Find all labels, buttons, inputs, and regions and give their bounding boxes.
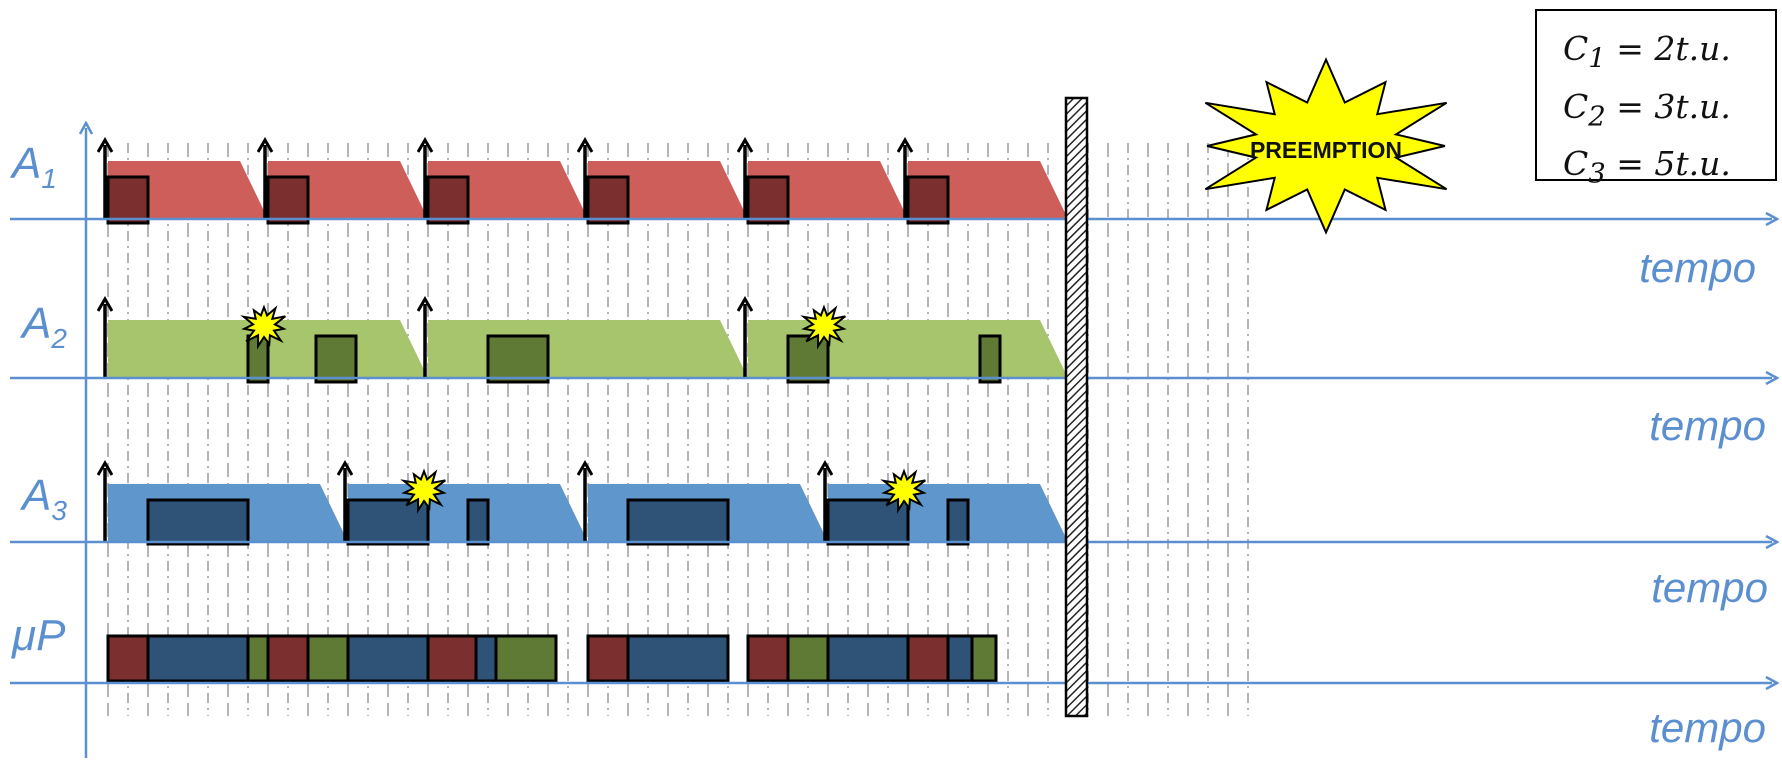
cpu-segment-a3 <box>946 634 974 683</box>
a2-exec-block <box>786 334 830 384</box>
a3-exec-block <box>346 498 430 546</box>
cpu-segment-a3 <box>826 634 910 683</box>
preemption-marker-icon <box>400 468 447 514</box>
preemption-marker-icon <box>800 304 847 350</box>
axis-label-a1: tempo <box>1639 244 1756 291</box>
a2-exec-block <box>486 334 550 384</box>
cpu-segment-a1 <box>266 634 310 683</box>
row-label-a1: A1 <box>9 139 57 194</box>
a2-exec-block <box>314 334 358 384</box>
axis-label-a3: tempo <box>1651 564 1768 611</box>
axis-label-up: tempo <box>1649 704 1766 751</box>
legend-c2: C2 = 3t.u. <box>1563 86 1731 133</box>
a1-exec-block <box>906 175 950 225</box>
a1-exec-block <box>266 175 310 225</box>
cpu-segment-a1 <box>426 634 478 683</box>
cpu-segment-a2 <box>786 634 830 683</box>
a1-exec-block <box>586 175 630 225</box>
a2-window <box>428 320 748 378</box>
a1-exec-block <box>746 175 790 225</box>
a3-exec-block <box>946 498 970 546</box>
a3-exec-block <box>626 498 730 546</box>
time-axes <box>10 128 1772 758</box>
cpu-segment-a3 <box>146 634 250 683</box>
cpu-segment-a2 <box>246 634 270 683</box>
cpu-segment-a1 <box>906 634 950 683</box>
legend-c1: C1 = 2t.u. <box>1563 29 1731 75</box>
cpu-segment-a3 <box>474 634 498 683</box>
preemption-label: PREEMPTION <box>1250 137 1402 163</box>
cpu-segment-a2 <box>306 634 350 683</box>
cpu-segment-a2 <box>970 634 998 683</box>
a3-exec-block <box>826 498 910 546</box>
row-label-a3: A3 <box>19 471 67 526</box>
preemption-marker-icon <box>880 468 927 514</box>
preemption-markers <box>240 304 927 514</box>
hatched-boundary <box>1064 96 1089 718</box>
row-labels: A1 A2 A3 μP tempo tempo tempo tempo <box>9 139 1768 751</box>
row-label-up: μP <box>11 611 66 660</box>
a1-exec-block <box>426 175 470 225</box>
cpu-segment-a1 <box>746 634 790 683</box>
execution-blocks <box>105 145 1002 683</box>
cpu-segment-a3 <box>346 634 430 683</box>
legend-box: C1 = 2t.u. C2 = 3t.u. C3 = 5t.u. <box>1535 9 1777 190</box>
cpu-segment-a1 <box>586 634 630 683</box>
time-grid <box>107 143 1249 716</box>
preemption-burst: PREEMPTION <box>1204 57 1448 235</box>
burst-shape <box>1204 57 1448 235</box>
a3-exec-block <box>466 498 490 546</box>
cpu-segment-a2 <box>494 634 558 683</box>
a1-exec-block <box>106 175 150 225</box>
axis-label-a2: tempo <box>1649 402 1766 449</box>
cpu-segment-a1 <box>106 634 150 683</box>
a3-exec-block <box>146 498 250 546</box>
cpu-segment-a3 <box>626 634 730 683</box>
legend-c3: C3 = 5t.u. <box>1563 144 1731 190</box>
a2-exec-block <box>978 334 1002 384</box>
preemption-marker-icon <box>240 304 287 350</box>
row-label-a2: A2 <box>19 299 67 354</box>
